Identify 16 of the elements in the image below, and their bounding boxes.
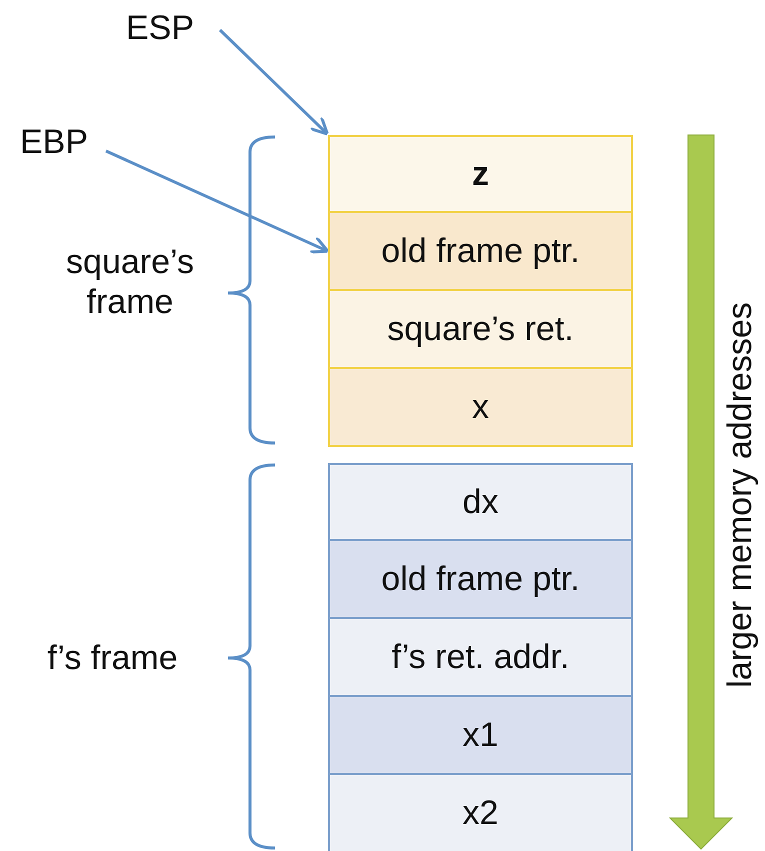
arrow	[105, 150, 330, 254]
pointer-label: ESP	[125, 8, 195, 48]
stack-cell: z	[328, 135, 633, 213]
stack-cell: f’s ret. addr.	[328, 619, 633, 697]
stack-cell: dx	[328, 463, 633, 541]
stack-cell: x1	[328, 697, 633, 775]
frame-label: square’s frame	[65, 242, 195, 322]
frame-label: f’s frame	[46, 638, 179, 678]
stack-cell: old frame ptr.	[328, 541, 633, 619]
axis-label: larger memory addresses	[720, 302, 760, 688]
stack-cell: x	[328, 369, 633, 447]
stack-cell: square’s ret.	[328, 291, 633, 369]
stack-cell: x2	[328, 775, 633, 851]
arrow	[218, 28, 329, 136]
stack-cell: old frame ptr.	[328, 213, 633, 291]
pointer-label: EBP	[18, 122, 90, 162]
